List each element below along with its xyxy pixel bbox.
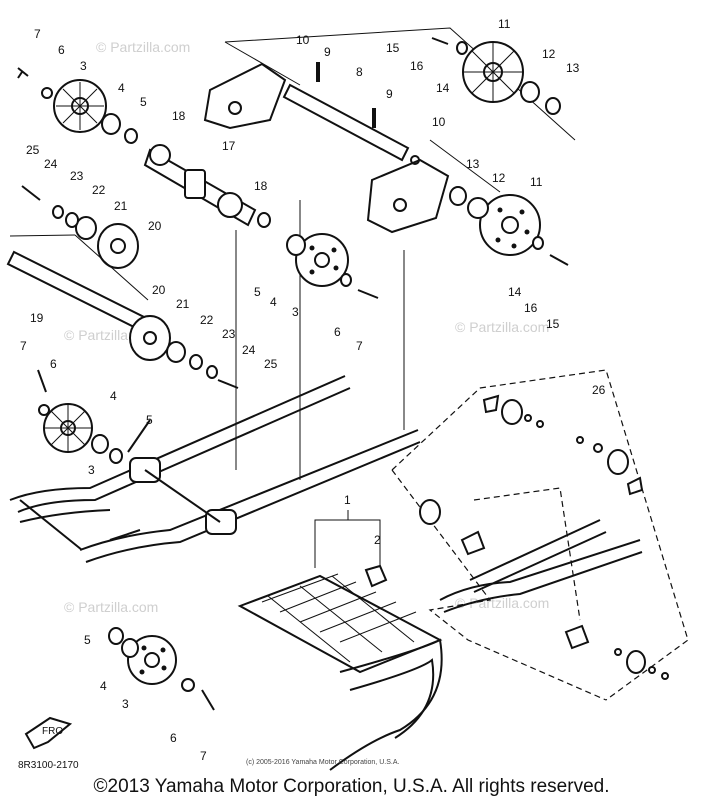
callout-label: 11: [498, 17, 511, 31]
callout-label: 20: [152, 283, 166, 297]
callout-label: 5: [254, 285, 261, 299]
callout-label: 13: [466, 157, 480, 171]
callout-label: 2: [374, 533, 381, 547]
callout-label: 20: [148, 219, 162, 233]
small-copyright: (c) 2005-2016 Yamaha Motor Corporation, …: [246, 759, 399, 766]
callout-label: 13: [566, 61, 580, 75]
callout-label: 15: [546, 317, 560, 331]
callout-label: 9: [324, 45, 331, 59]
part-code: 8R3100-2170: [18, 760, 79, 771]
callout-label: 10: [296, 33, 310, 47]
callout-label: 23: [70, 169, 84, 183]
drive-wheel-middle-right: [449, 186, 569, 266]
callout-label: 15: [386, 41, 400, 55]
callout-label: 25: [26, 143, 40, 157]
callout-label: 3: [80, 59, 87, 73]
callout-label: 4: [270, 295, 277, 309]
callout-label: 3: [292, 305, 299, 319]
callout-label: 1: [344, 493, 351, 507]
watermark: © Partzilla.com: [96, 39, 190, 55]
callout-label: 7: [200, 749, 207, 763]
callout-label: 22: [92, 183, 106, 197]
front-label: FRO: [42, 726, 63, 737]
callout-label: 16: [524, 301, 538, 315]
callout-label: 3: [88, 463, 95, 477]
bracket-lower: [366, 155, 450, 234]
bogie-wheel-lower-left: [37, 369, 151, 464]
callout-label: 22: [200, 313, 214, 327]
bogie-wheel-center: [257, 212, 379, 299]
idler-wheel-lower: [129, 315, 239, 389]
callout-label: 26: [592, 383, 606, 397]
callout-label: 23: [222, 327, 236, 341]
callout-label: 17: [222, 139, 236, 153]
callout-label: 5: [140, 95, 147, 109]
callout-label: 21: [176, 297, 190, 311]
callout-label: 4: [100, 679, 107, 693]
callout-label: 6: [58, 43, 65, 57]
callout-label: 6: [334, 325, 341, 339]
callout-label: 7: [356, 339, 363, 353]
watermark: © Partzilla.com: [64, 599, 158, 615]
sub-assembly-parts: [419, 394, 669, 680]
pivot-arm: [143, 144, 257, 227]
callout-label: 11: [530, 175, 543, 189]
callout-label: 6: [50, 357, 57, 371]
callouts: 7 6 3 4 5 18 10 9 8 9 15 16 11 14 12 13 …: [20, 17, 606, 763]
drive-wheel-upper-right: [431, 37, 561, 115]
slide-rail-assembly: [9, 375, 421, 563]
idler-wheel-upper: [21, 185, 139, 269]
callout-label: 16: [410, 59, 424, 73]
callout-label: 5: [146, 413, 153, 427]
front-arrow-icon: FRO: [24, 716, 73, 750]
callout-label: 18: [254, 179, 268, 193]
callout-label: 12: [542, 47, 556, 61]
callout-label: 21: [114, 199, 128, 213]
watermark: © Partzilla.com: [455, 595, 549, 611]
bogie-wheel-upper-left: [17, 67, 138, 144]
callout-label: 12: [492, 171, 506, 185]
callout-label: 24: [44, 157, 58, 171]
assembly-outline: [224, 27, 576, 480]
shaft: [282, 62, 410, 162]
callout-label: 19: [30, 311, 44, 325]
callout-label: 7: [34, 27, 41, 41]
watermark: © Partzilla.com: [455, 319, 549, 335]
callout-label: 24: [242, 343, 256, 357]
sub-assembly-outline: [391, 369, 689, 701]
bracket-upper: [203, 62, 287, 130]
drive-track: [237, 510, 443, 771]
callout-label: 25: [264, 357, 278, 371]
callout-label: 4: [110, 389, 117, 403]
callout-label: 9: [386, 87, 393, 101]
callout-label: 8: [356, 65, 363, 79]
callout-label: 7: [20, 339, 27, 353]
callout-label: 10: [432, 115, 446, 129]
bogie-wheel-bottom: [108, 627, 215, 711]
callout-label: 3: [122, 697, 129, 711]
callout-label: 14: [508, 285, 522, 299]
callout-label: 6: [170, 731, 177, 745]
copyright-notice: ©2013 Yamaha Motor Corporation, U.S.A. A…: [93, 776, 610, 797]
callout-label: 5: [84, 633, 91, 647]
callout-label: 18: [172, 109, 186, 123]
callout-label: 4: [118, 81, 125, 95]
callout-label: 14: [436, 81, 450, 95]
